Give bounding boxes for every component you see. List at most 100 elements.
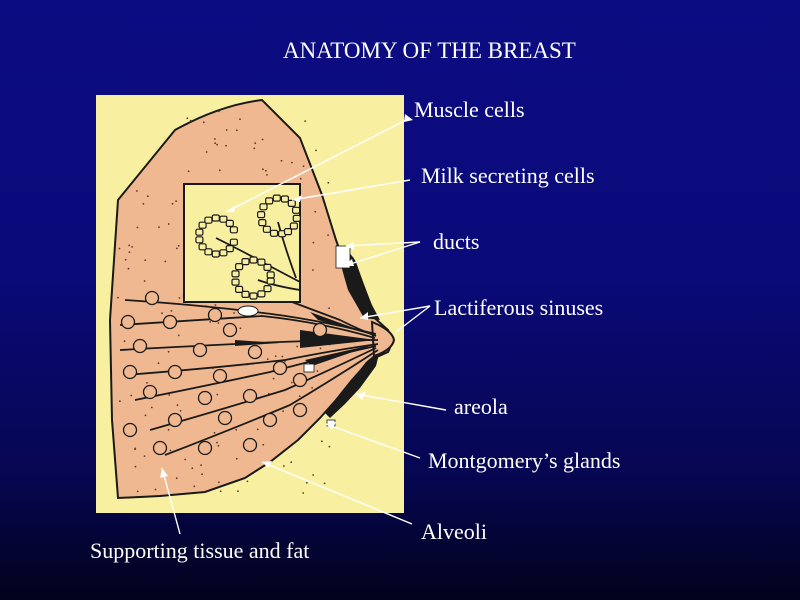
secreting-cell: [241, 258, 250, 266]
stipple-dot: [262, 443, 265, 446]
pointer-sinus-a: [359, 305, 431, 319]
alveolus-lobule: [167, 412, 183, 428]
secreting-cell: [280, 195, 289, 203]
stipple-dot: [328, 307, 330, 309]
stipple-dot: [134, 465, 137, 468]
secreting-cell: [241, 290, 250, 298]
stipple-dot: [312, 474, 314, 476]
stipple-dot: [214, 142, 217, 145]
stipple-dot: [193, 485, 196, 488]
secreting-cell: [198, 243, 207, 251]
stipple-dot: [328, 445, 331, 448]
pointer-arrowheads: [160, 114, 413, 478]
stipple-dot: [311, 387, 313, 389]
stipple-dot: [272, 377, 275, 380]
stipple-dot: [312, 241, 315, 244]
pointer-ducts-b: [343, 241, 421, 267]
stipple-dot: [130, 394, 133, 397]
stipple-dot: [282, 410, 284, 413]
alveolus-lobule: [197, 390, 213, 406]
secreting-cell: [265, 197, 274, 205]
stipple-dot: [118, 247, 121, 250]
secreting-cell: [257, 290, 266, 298]
stipple-dot: [175, 200, 178, 203]
stipple-dot: [233, 312, 235, 314]
alveolus-lobule: [242, 388, 258, 404]
alveolus-lobule: [167, 364, 183, 380]
stipple-dot: [314, 210, 317, 213]
stipple-dot: [117, 296, 119, 299]
alveolus-lobule: [222, 322, 238, 338]
stipple-dot: [321, 440, 323, 443]
label-lactiferous-sinuses: Lactiferous sinuses: [434, 295, 604, 320]
secreting-cell: [269, 229, 279, 237]
stipple-dot: [239, 118, 241, 121]
stipple-dot: [266, 174, 268, 176]
stipple-dot: [217, 322, 220, 324]
label-supporting-tissue: Supporting tissue and fat: [90, 538, 310, 563]
stipple-dot: [177, 244, 180, 247]
alveolus-lobule: [122, 422, 138, 438]
pointer-areola: [355, 393, 447, 411]
stipple-dot: [119, 400, 121, 403]
stipple-dot: [205, 151, 208, 153]
stipple-dot: [179, 409, 182, 412]
stipple-dot: [154, 488, 157, 491]
pointer-alveoli: [261, 461, 413, 525]
secreting-cell: [292, 214, 301, 222]
stipple-dot: [136, 490, 139, 493]
alveolus-lobule: [197, 440, 213, 456]
secreting-cell: [211, 214, 220, 222]
stipple-dot: [158, 226, 160, 229]
stipple-dot: [239, 327, 242, 330]
stipple-dot: [191, 467, 194, 470]
alveolus-lobule: [272, 360, 288, 376]
stipple-dot: [281, 355, 284, 358]
stipple-dot: [128, 244, 131, 247]
label-ducts: ducts: [433, 229, 480, 254]
secreting-cell: [219, 249, 228, 257]
stipple-dot: [316, 370, 319, 372]
pointer-milk-cells: [291, 179, 411, 201]
secreting-cell: [257, 258, 266, 266]
stipple-dot: [290, 461, 293, 464]
stipple-dot: [167, 350, 170, 353]
stipple-dot: [302, 165, 305, 168]
label-muscle-cells: Muscle cells: [414, 97, 525, 122]
alveolus-lobule: [312, 322, 328, 338]
secreting-cell: [231, 278, 240, 286]
stipple-dot: [143, 455, 146, 457]
stipple-dot: [124, 258, 127, 261]
secreting-cell: [262, 225, 271, 233]
secreting-cell: [219, 215, 228, 223]
secreting-cell: [229, 238, 238, 246]
stipple-dot: [161, 312, 163, 315]
stipple-dot: [176, 404, 179, 407]
pointer-ducts-a: [345, 241, 421, 247]
stipple-dot: [176, 247, 178, 250]
alveolus-lobule: [247, 344, 263, 360]
stipple-dot: [143, 280, 146, 282]
stipple-dot: [213, 431, 216, 434]
alveolus-lobule: [144, 290, 160, 306]
secreting-cell: [263, 285, 272, 293]
label-alveoli: Alveoli: [421, 519, 487, 544]
secreting-cell: [195, 236, 204, 244]
stipple-dot: [123, 340, 126, 343]
stipple-dot: [290, 381, 293, 384]
stipple-dot: [136, 190, 138, 192]
label-areola: areola: [454, 394, 508, 419]
alveolus-lobule: [262, 412, 278, 428]
stipple-dot: [216, 143, 219, 146]
stipple-dot: [184, 458, 187, 461]
stipple-dot: [216, 441, 218, 444]
secreting-cell: [289, 222, 298, 230]
secreting-cell: [249, 256, 258, 264]
stipple-dot: [171, 202, 174, 205]
secreting-cell: [231, 270, 240, 278]
stipple-dot: [175, 477, 178, 480]
stipple-dot: [164, 260, 167, 263]
stipple-dot: [186, 117, 189, 120]
stipple-dot: [291, 161, 293, 164]
alveolus-lobule: [207, 307, 223, 323]
